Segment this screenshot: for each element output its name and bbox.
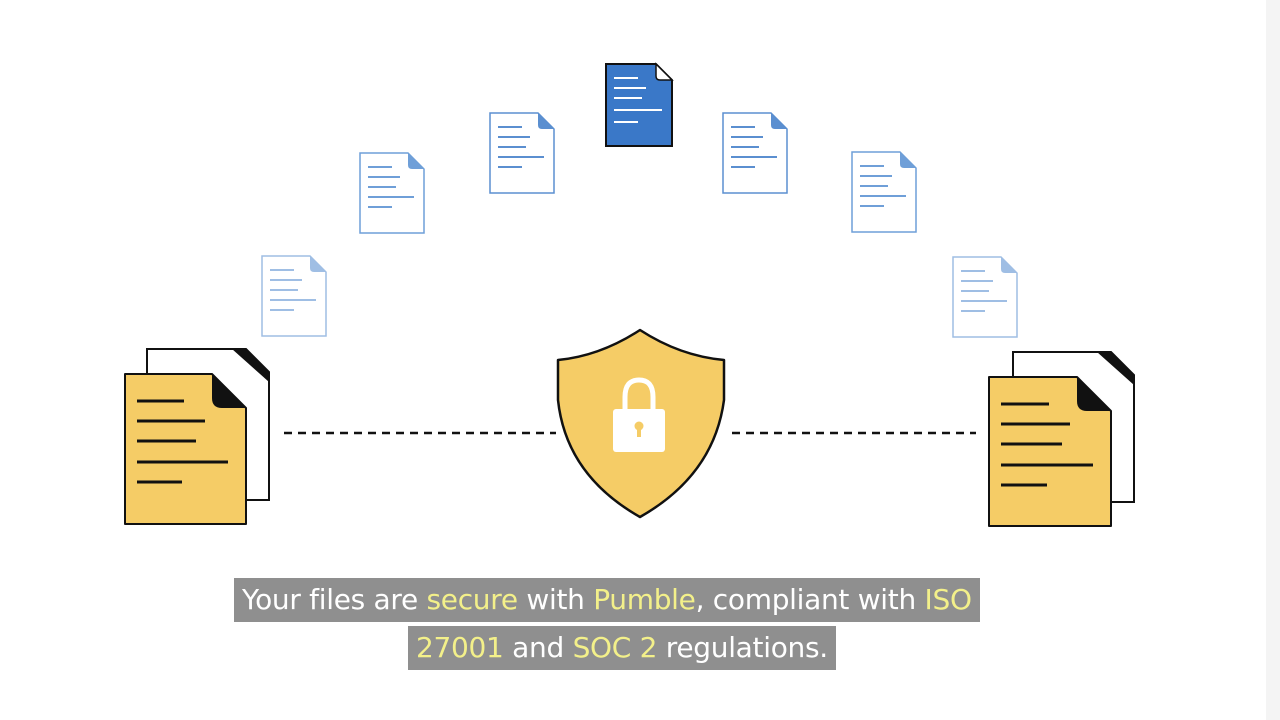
- caption-line-1: Your files are secure with Pumble, compl…: [234, 578, 980, 622]
- document-icon: [851, 151, 917, 233]
- destination-document-stack-icon: [988, 351, 1135, 527]
- shield-lock-icon: [556, 328, 726, 519]
- caption-text: regulations.: [657, 631, 828, 664]
- caption-text: and: [503, 631, 573, 664]
- caption-line-2: 27001 and SOC 2 regulations.: [408, 626, 836, 670]
- caption-highlight-secure: secure: [426, 583, 519, 616]
- caption-highlight-27001: 27001: [416, 631, 504, 664]
- document-icon: [261, 255, 327, 337]
- caption-highlight-iso: ISO: [924, 583, 972, 616]
- caption-highlight-soc2: SOC 2: [572, 631, 658, 664]
- padlock-icon: [613, 377, 665, 452]
- caption-highlight-pumble: Pumble: [593, 583, 696, 616]
- document-icon: [952, 256, 1018, 338]
- caption-text: with: [517, 583, 594, 616]
- caption-text: , compliant with: [695, 583, 925, 616]
- document-icon: [359, 152, 425, 234]
- page-edge-strip: [1266, 0, 1280, 720]
- document-icon: [722, 112, 788, 194]
- document-icon: [489, 112, 555, 194]
- active-document-icon: [605, 62, 674, 147]
- source-document-stack-icon: [124, 348, 270, 525]
- caption-text: Your files are: [242, 583, 427, 616]
